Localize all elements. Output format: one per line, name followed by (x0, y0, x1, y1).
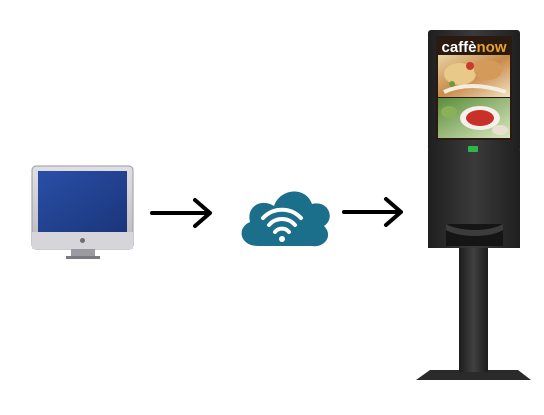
wifi-cloud-icon (241, 191, 330, 247)
monitor-icon (31, 165, 134, 259)
kiosk-cabinet (428, 150, 520, 248)
kiosk-screen: caffènow (436, 36, 512, 140)
kiosk-brand-logo: caffènow (441, 39, 506, 56)
monitor-logo (80, 238, 85, 243)
kiosk-pole (459, 248, 488, 372)
arrow-cloud-to-kiosk (342, 197, 403, 227)
arrow-computer-to-cloud (150, 198, 212, 228)
kiosk-indicator-led (468, 146, 478, 152)
wifi-icon (261, 207, 303, 234)
kiosk-base (416, 370, 531, 380)
digital-signage-kiosk-icon: caffènow (416, 30, 531, 380)
monitor-screen (38, 171, 127, 232)
